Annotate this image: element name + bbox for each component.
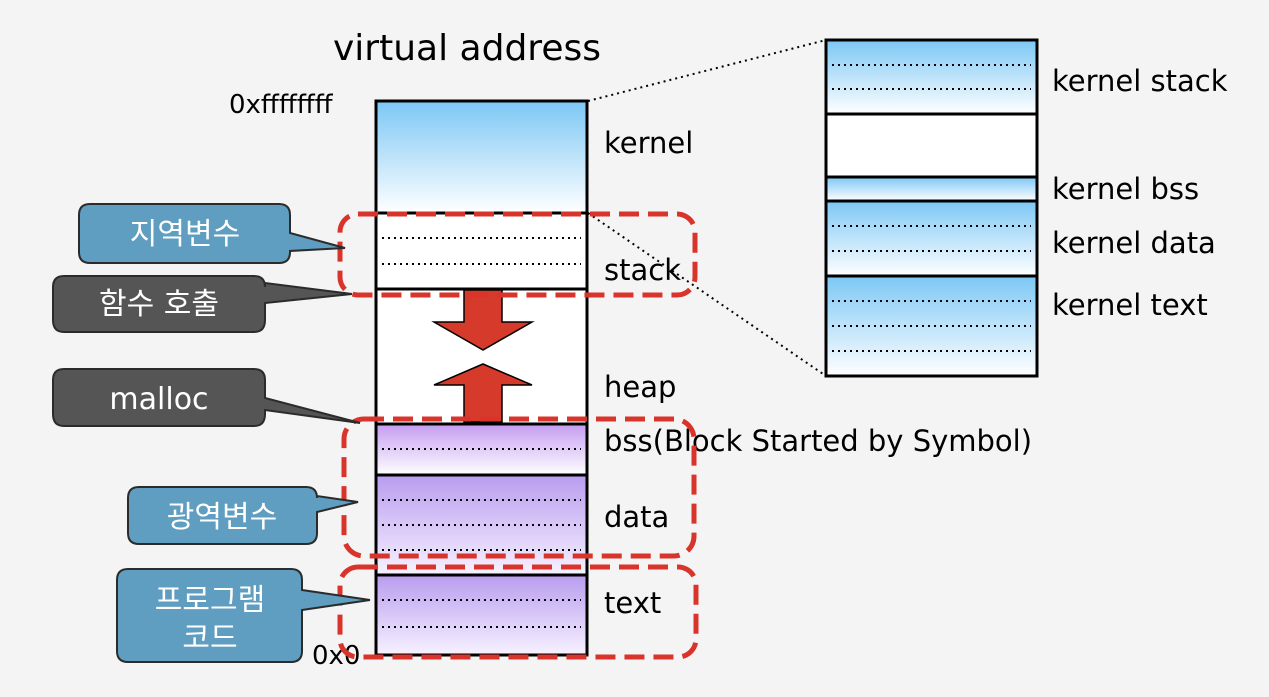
kernel-bss-block xyxy=(824,175,1039,203)
label-kernel-bss: kernel bss xyxy=(1052,172,1199,206)
label-data: data xyxy=(604,500,669,534)
label-kernel-data: kernel data xyxy=(1052,226,1216,260)
label-kernel-stack: kernel stack xyxy=(1052,64,1228,98)
zoom-line-bottom xyxy=(587,212,827,377)
label-kernel-text: kernel text xyxy=(1052,288,1208,322)
callout-malloc-text: malloc xyxy=(109,382,208,417)
callout-function-call-text: 함수 호출 xyxy=(99,287,219,322)
kernel-stack-block xyxy=(824,38,1039,116)
label-bss: bss(Block Started by Symbol) xyxy=(604,424,1032,458)
callout-program-code: 프로그램 코드 xyxy=(116,568,371,663)
callout-local-vars-text: 지역변수 xyxy=(130,217,240,252)
callout-malloc: malloc xyxy=(52,368,361,427)
data-bss-highlight-box xyxy=(341,416,697,559)
callout-local-vars: 지역변수 xyxy=(78,203,346,264)
callout-global-vars-text: 광역변수 xyxy=(167,500,277,535)
callout-global-vars: 광역변수 xyxy=(127,486,359,545)
label-kernel: kernel xyxy=(604,126,693,160)
kernel-gap-block xyxy=(824,112,1039,179)
callout-program-code-line1: 프로그램 xyxy=(155,583,265,618)
highlight-boxes xyxy=(337,211,699,660)
zoom-line-top xyxy=(587,39,827,102)
label-stack: stack xyxy=(604,253,681,287)
callout-function-call: 함수 호출 xyxy=(52,275,353,333)
top-address-label: 0xffffffff xyxy=(229,90,334,120)
segment-kernel xyxy=(374,99,589,215)
label-text: text xyxy=(604,586,661,620)
stack-highlight-box xyxy=(337,211,698,298)
label-heap: heap xyxy=(604,370,676,404)
kernel-detail-column xyxy=(824,38,1039,378)
segment-stack xyxy=(374,211,589,291)
callout-program-code-line2: 코드 xyxy=(182,621,237,656)
heap-growth-up-arrow xyxy=(433,363,533,423)
kernel-data-block xyxy=(824,199,1039,278)
diagram-title: virtual address xyxy=(333,28,601,69)
segment-text xyxy=(374,573,589,657)
text-highlight-box xyxy=(337,564,699,660)
